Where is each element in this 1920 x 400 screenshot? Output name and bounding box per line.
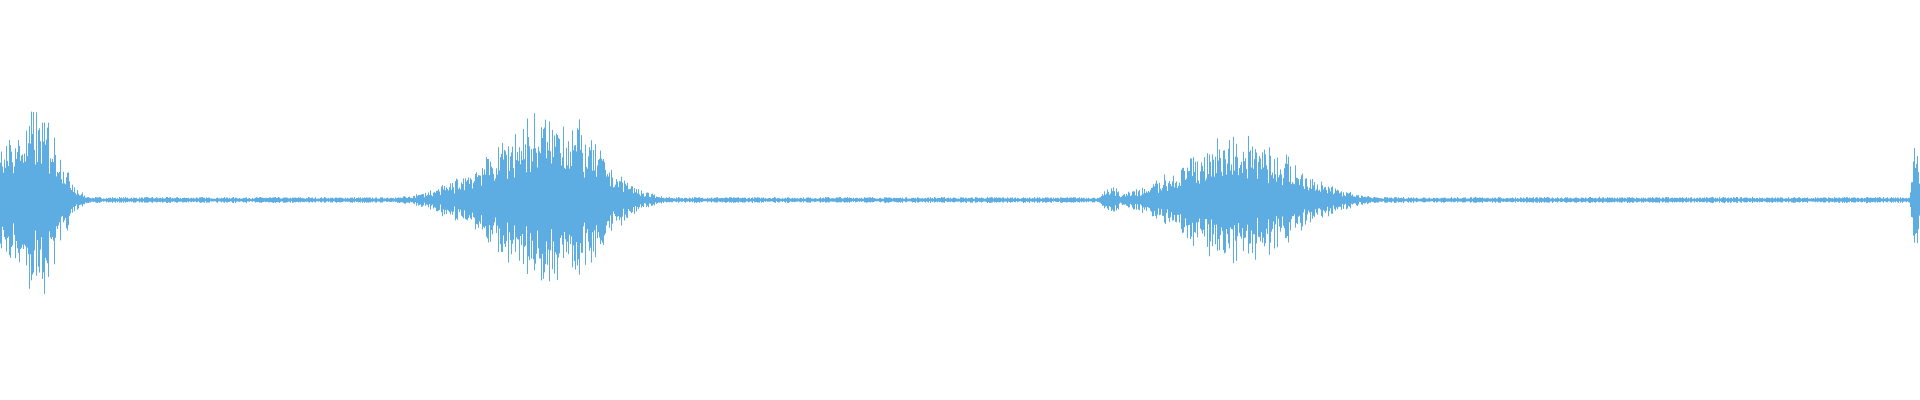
waveform-bars xyxy=(0,111,1920,294)
